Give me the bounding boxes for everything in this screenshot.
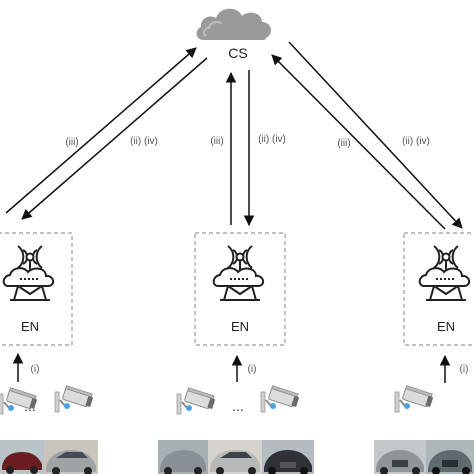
label-left-ii-iv: (ii) (iv) — [130, 136, 158, 147]
label-sensing-center: (i) — [248, 364, 257, 375]
label-right-ii-iv: (ii) (iv) — [402, 136, 430, 147]
cctv-camera-icon — [260, 384, 302, 413]
ellipsis-left: ... — [24, 398, 36, 414]
label-left-iii: (iii) — [65, 137, 78, 148]
arrow-left-up — [5, 47, 197, 214]
cloud-server-label: CS — [228, 45, 247, 61]
label-center-iii: (iii) — [210, 136, 223, 147]
cctv-camera-icon — [394, 384, 436, 413]
label-sensing-left: (i) — [31, 364, 40, 375]
arrow-right-down — [288, 41, 463, 229]
label-center-ii-iv: (ii) (iv) — [258, 134, 286, 145]
edge-tower-icon — [2, 245, 55, 301]
arrow-right-up — [271, 54, 446, 230]
cctv-camera-icon — [54, 384, 96, 413]
label-right-iii: (iii) — [337, 138, 350, 149]
edge-tower-icon — [418, 245, 471, 301]
ellipsis-center: ... — [232, 398, 244, 414]
car-photo — [0, 440, 44, 474]
car-photo — [208, 440, 262, 474]
car-photo — [158, 440, 208, 474]
edge-node-label: EN — [437, 319, 455, 334]
car-photo — [262, 440, 314, 474]
arrow-left-down — [21, 57, 208, 220]
edge-node-center: EN — [194, 232, 286, 346]
edge-node-left: EN — [0, 232, 73, 346]
edge-node-right: EN — [403, 232, 474, 346]
label-sensing-right: (i) — [460, 364, 469, 375]
cctv-camera-icon — [176, 386, 218, 415]
edge-tower-icon — [212, 245, 265, 301]
car-photo — [44, 440, 98, 474]
car-photo — [426, 440, 474, 474]
car-photo — [374, 440, 426, 474]
edge-node-label: EN — [231, 319, 249, 334]
edge-node-label: EN — [21, 319, 39, 334]
cloud-icon — [196, 8, 271, 40]
